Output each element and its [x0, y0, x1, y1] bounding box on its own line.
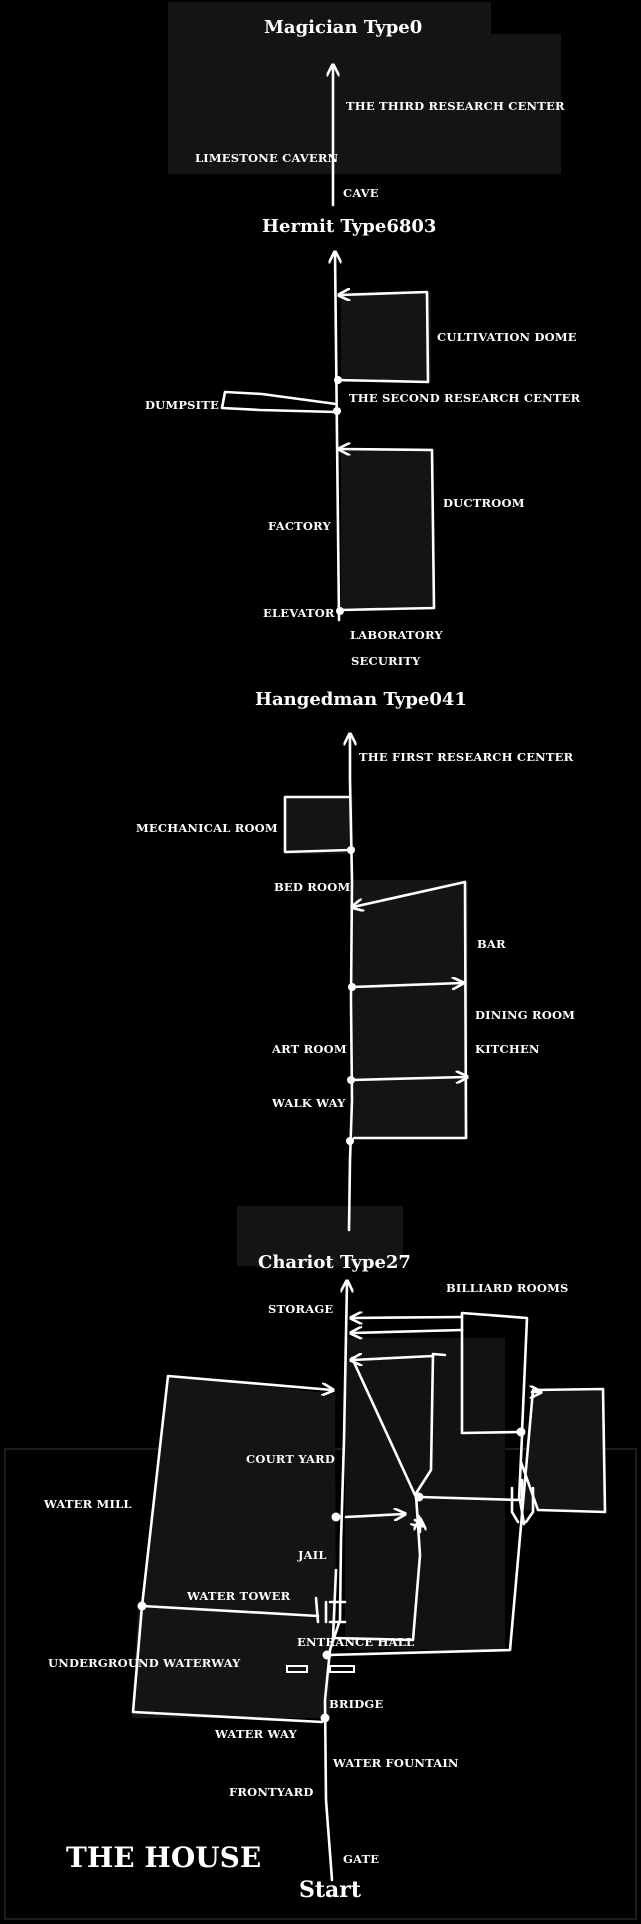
path-storage-loop — [350, 1352, 447, 1497]
panel-cultivation-dome — [341, 292, 431, 382]
label-cultivation-dome: CULTIVATION DOME — [437, 330, 577, 344]
label-underground-waterway: UNDERGROUND WATERWAY — [48, 1656, 241, 1670]
path-dining — [350, 983, 462, 987]
label-elevator: ELEVATOR — [263, 606, 335, 620]
label-gate: GATE — [343, 1852, 379, 1866]
node-billiard — [516, 1427, 526, 1437]
path-bar — [353, 880, 468, 1140]
label-factory: FACTORY — [268, 519, 332, 533]
bridge-plank-left — [286, 1665, 308, 1673]
panel-billiard-right — [522, 1389, 605, 1512]
node-courtyard — [414, 1492, 424, 1502]
label-entrance-hall: ENTRANCE HALL — [297, 1635, 414, 1649]
node-walkway — [346, 1137, 354, 1145]
house-title: THE HOUSE — [66, 1841, 261, 1874]
panel-mechanical-room — [285, 797, 353, 854]
label-bar: BAR — [477, 937, 506, 951]
node-bridge — [320, 1713, 330, 1723]
path-underground — [131, 1604, 324, 1724]
label-water-mill: WATER MILL — [43, 1497, 132, 1511]
label-third-research-center: THE THIRD RESEARCH CENTER — [346, 99, 565, 113]
bridge-plank-right — [329, 1665, 355, 1673]
path-storage-ret — [352, 1356, 435, 1360]
path-billiard-arrow2 — [352, 1330, 464, 1333]
panel-chariot — [237, 1206, 403, 1266]
path-cultivation — [334, 292, 430, 384]
label-water-tower: WATER TOWER — [186, 1589, 291, 1603]
label-bed-room: BED ROOM — [274, 880, 350, 894]
node-dining — [348, 983, 356, 991]
label-dumpsite: DUMPSITE — [145, 398, 219, 412]
node-entrance — [322, 1650, 332, 1660]
node-watermill — [137, 1601, 147, 1611]
path-billiard-outer — [326, 1387, 607, 1657]
node-jail — [331, 1512, 341, 1522]
path-billiard-arrow1 — [352, 1317, 464, 1318]
path-courtyard-right — [344, 1514, 404, 1517]
spine-house — [323, 1282, 347, 1882]
label-walk-way: WALK WAY — [271, 1096, 346, 1110]
label-dining-room: DINING ROOM — [475, 1008, 575, 1022]
panel-third-research — [168, 2, 491, 36]
label-bridge: BRIDGE — [329, 1697, 383, 1711]
panel-water-mill — [142, 1375, 336, 1636]
path-billiard-top — [460, 1311, 529, 1435]
node-dumpsite — [333, 407, 341, 415]
label-court-yard: COURT YARD — [246, 1452, 335, 1466]
label-cave: CAVE — [343, 186, 379, 200]
path-kitchen — [350, 1077, 466, 1080]
label-mechanical-room: MECHANICAL ROOM — [136, 821, 278, 835]
label-kitchen: KITCHEN — [475, 1042, 540, 1056]
label-second-research-center: THE SECOND RESEARCH CENTER — [349, 391, 581, 405]
panel-dining — [353, 880, 468, 1138]
start-label: Start — [299, 1877, 362, 1903]
panel-ductroom — [341, 448, 433, 608]
door-left — [314, 1596, 347, 1624]
label-storage: STORAGE — [268, 1302, 333, 1316]
path-right-door — [518, 1498, 526, 1526]
boss-hangedman: Hangedman Type041 — [255, 689, 467, 710]
label-water-fountain: WATER FOUNTAIN — [332, 1756, 459, 1770]
label-frontyard: FRONTYARD — [229, 1785, 314, 1799]
label-jail: JAIL — [297, 1548, 327, 1562]
panel-billiard — [345, 1338, 505, 1650]
label-billiard-rooms: BILLIARD ROOMS — [446, 1281, 569, 1295]
node-mechanical — [347, 846, 355, 854]
path-water-mill — [140, 1374, 332, 1608]
label-limestone-cavern: LIMESTONE CAVERN — [195, 151, 339, 165]
label-first-research-center: THE FIRST RESEARCH CENTER — [359, 750, 574, 764]
panel-third-research-body — [168, 34, 561, 174]
label-water-way: WATER WAY — [214, 1727, 297, 1741]
label-laboratory: LABORATORY — [350, 628, 443, 642]
panel-underground — [132, 1606, 330, 1718]
node-artroom — [347, 1076, 355, 1084]
boss-hermit: Hermit Type6803 — [262, 216, 436, 237]
door-right — [510, 1478, 535, 1524]
label-ductroom: DUCTROOM — [443, 496, 525, 510]
boss-chariot: Chariot Type27 — [258, 1252, 411, 1273]
path-ductroom — [340, 449, 436, 612]
spine-research2 — [335, 253, 339, 622]
boss-magician: Magician Type0 — [264, 17, 422, 38]
label-art-room: ART ROOM — [271, 1042, 347, 1056]
node-research2 — [334, 376, 342, 384]
spine-research1 — [349, 735, 352, 1232]
path-water-tower — [140, 1604, 320, 1618]
path-mechanical-room — [283, 795, 352, 854]
node-elevator — [336, 607, 344, 615]
path-dumpsite — [220, 390, 338, 414]
path-jail-loop — [331, 1493, 422, 1642]
label-security: SECURITY — [351, 654, 421, 668]
